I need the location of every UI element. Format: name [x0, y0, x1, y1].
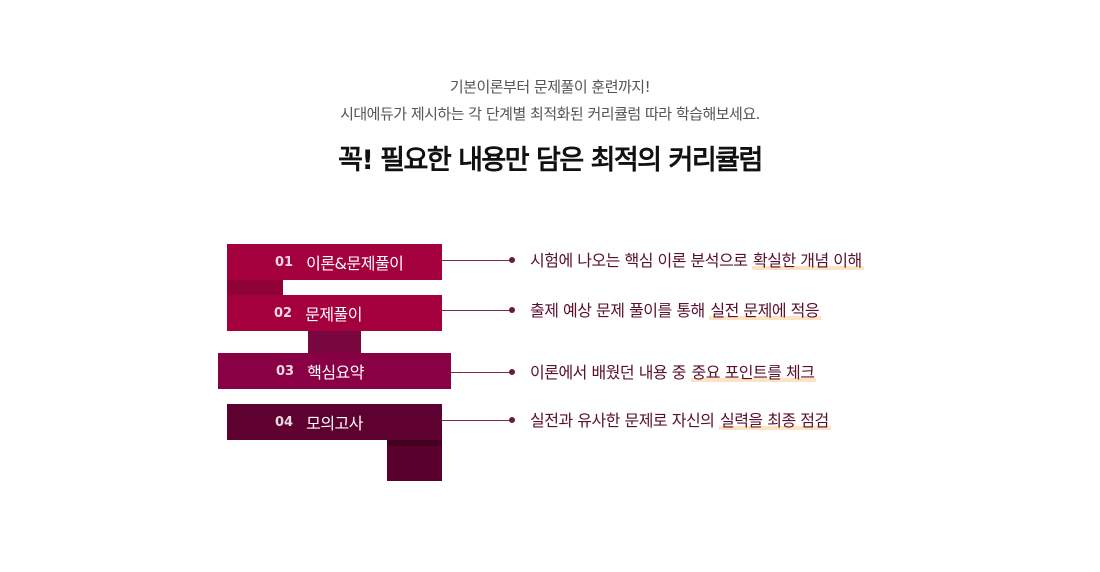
- step-number: 04: [275, 414, 294, 430]
- main-title: 꼭! 필요한 내용만 담은 최적의 커리큘럼: [338, 145, 763, 176]
- connector-dot: [509, 417, 515, 423]
- step-number: 03: [276, 363, 295, 379]
- connector-shade: [387, 440, 442, 446]
- description-highlight: 중요 포인트를 체크: [690, 363, 817, 382]
- description-highlight: 실전 문제에 적응: [709, 301, 822, 320]
- step-description-3: 이론에서 배웠던 내용 중 중요 포인트를 체크: [530, 361, 817, 385]
- connector-line: [442, 310, 512, 311]
- step-number: 01: [275, 254, 294, 270]
- step-label: 문제풀이: [305, 305, 362, 324]
- step-connector: [387, 440, 442, 481]
- step-description-1: 시험에 나오는 핵심 이론 분석으로 확실한 개념 이해: [530, 249, 864, 273]
- step-label: 모의고사: [306, 414, 363, 433]
- connector-line: [442, 420, 512, 421]
- intro-line-2: 시대에듀가 제시하는 각 단계별 최적화된 커리큘럼 따라 학습해보세요.: [340, 105, 760, 123]
- step-connector: [308, 331, 361, 353]
- step-bar-2: 02 문제풀이: [227, 295, 442, 331]
- connector-line: [451, 372, 512, 373]
- connector-dot: [509, 307, 515, 313]
- step-number: 02: [274, 305, 293, 321]
- connector-dot: [509, 369, 515, 375]
- step-label: 핵심요약: [307, 363, 364, 382]
- step-connector: [227, 280, 283, 295]
- description-text: 실전과 유사한 문제로 자신의: [530, 411, 719, 430]
- description-highlight: 실력을 최종 점검: [718, 411, 831, 430]
- connector-line: [442, 260, 512, 261]
- step-bar-3: 03 핵심요약: [218, 353, 451, 389]
- description-text: 이론에서 배웠던 내용 중: [530, 363, 691, 382]
- description-text: 출제 예상 문제 풀이를 통해: [530, 301, 710, 320]
- step-description-4: 실전과 유사한 문제로 자신의 실력을 최종 점검: [530, 409, 831, 433]
- description-text: 시험에 나오는 핵심 이론 분석으로: [530, 251, 753, 270]
- intro-line-1: 기본이론부터 문제풀이 훈련까지!: [449, 78, 651, 96]
- connector-dot: [509, 257, 515, 263]
- description-highlight: 확실한 개념 이해: [752, 251, 864, 270]
- step-bar-1: 01 이론&문제풀이: [227, 244, 442, 280]
- step-label: 이론&문제풀이: [306, 254, 404, 273]
- step-bar-4: 04 모의고사: [227, 404, 442, 440]
- step-description-2: 출제 예상 문제 풀이를 통해 실전 문제에 적응: [530, 299, 822, 323]
